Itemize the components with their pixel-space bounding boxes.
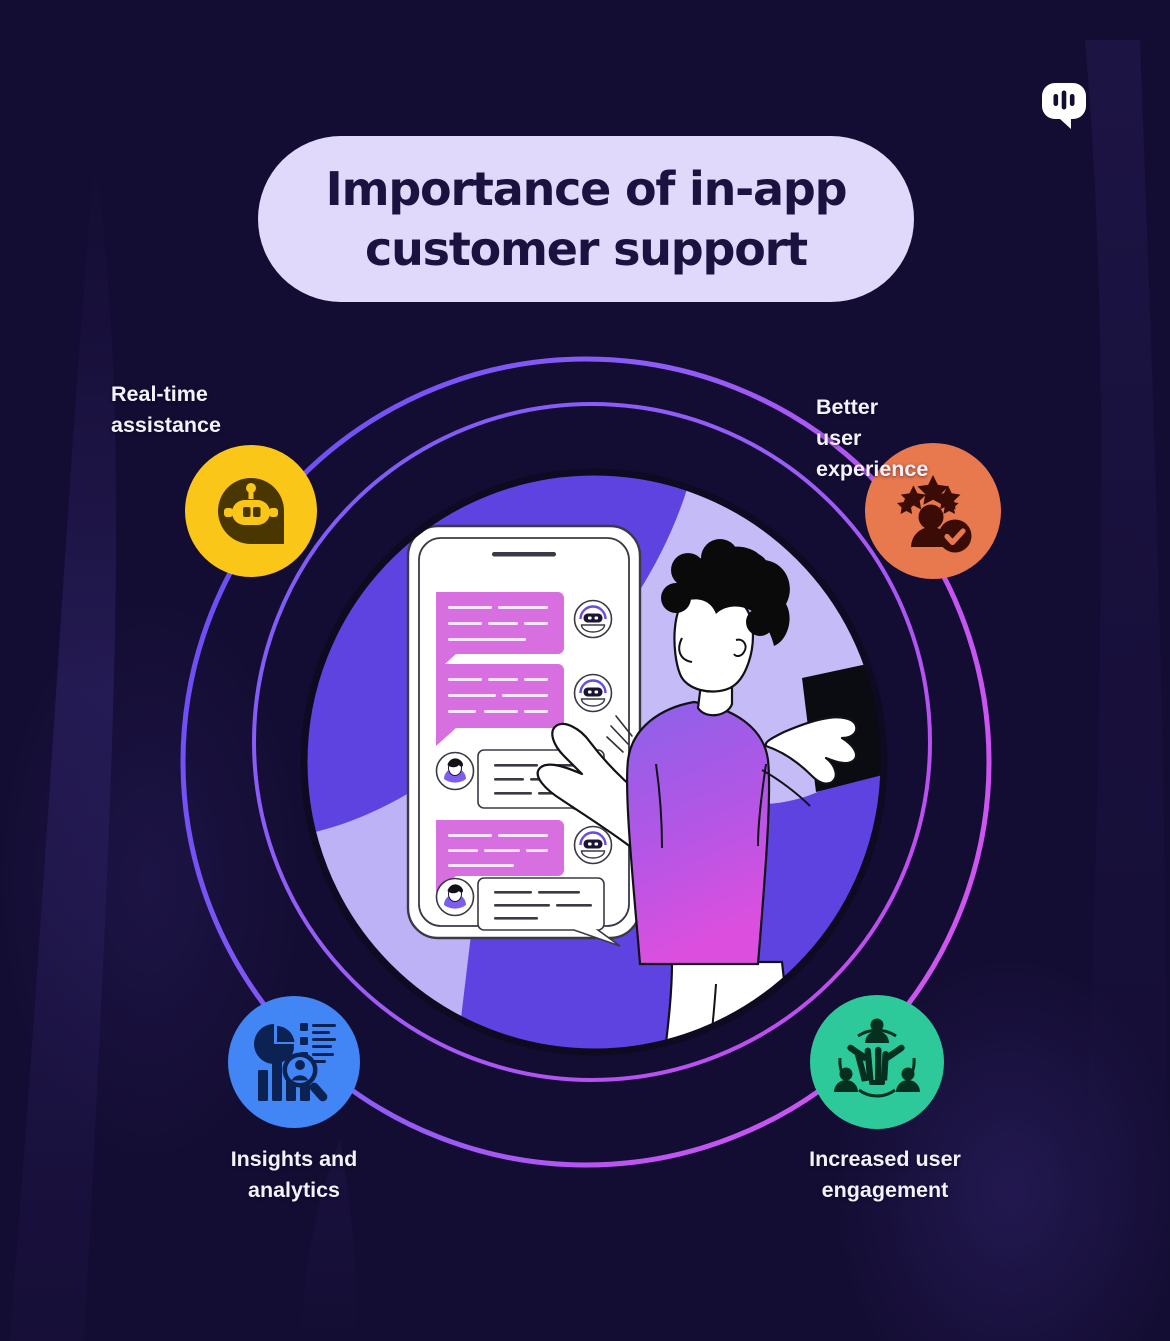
node-insights-disc[interactable] — [228, 996, 360, 1128]
user-avatar-1 — [435, 751, 475, 791]
chat-bubble-bot-1 — [436, 592, 564, 672]
analytics-charts-search-icon — [254, 1023, 336, 1102]
in-app-chat-support-illustration — [300, 468, 888, 1056]
team-hands-together-icon — [834, 1018, 920, 1098]
page-title: Importance of in-app customer support — [325, 162, 848, 276]
node-realtime-label: Real-time assistance — [111, 382, 221, 437]
five-star-user-verified-icon — [897, 475, 972, 553]
person-right-arm — [764, 716, 858, 785]
logo-bar-3 — [1069, 94, 1075, 106]
node-engagement-disc[interactable] — [810, 995, 944, 1129]
bot-avatar-1 — [573, 599, 613, 639]
bot-avatar-2 — [573, 673, 613, 713]
node-engagement-label: Increased user engagement — [809, 1147, 961, 1202]
node-realtime-disc[interactable] — [185, 445, 317, 577]
notification-lines — [606, 715, 633, 753]
logo-bar-2 — [1061, 90, 1067, 110]
phone-mockup — [406, 524, 642, 947]
chat-bubble-bot-2 — [436, 664, 564, 746]
person-shirt — [626, 700, 771, 966]
bot-avatar-3 — [573, 825, 613, 865]
robot-chat-icon — [218, 478, 284, 544]
title-pill: Importance of in-app customer support — [258, 136, 914, 302]
node-better-label: Better user experience — [816, 395, 929, 481]
logo-bar-1 — [1053, 94, 1059, 106]
node-insights-label: Insights and analytics — [230, 1147, 358, 1202]
phone-speaker — [492, 552, 556, 557]
chat-bubble-user-2 — [477, 877, 621, 947]
speech-bubble-logo — [1042, 83, 1086, 129]
orbit-ring-outer — [180, 356, 992, 1168]
person-legs — [662, 960, 800, 1052]
chat-bubble-bot-3 — [436, 820, 564, 892]
user-avatar-2 — [435, 877, 475, 917]
node-better-disc[interactable] — [865, 443, 1001, 579]
orbit-ring-inner — [252, 402, 932, 1082]
